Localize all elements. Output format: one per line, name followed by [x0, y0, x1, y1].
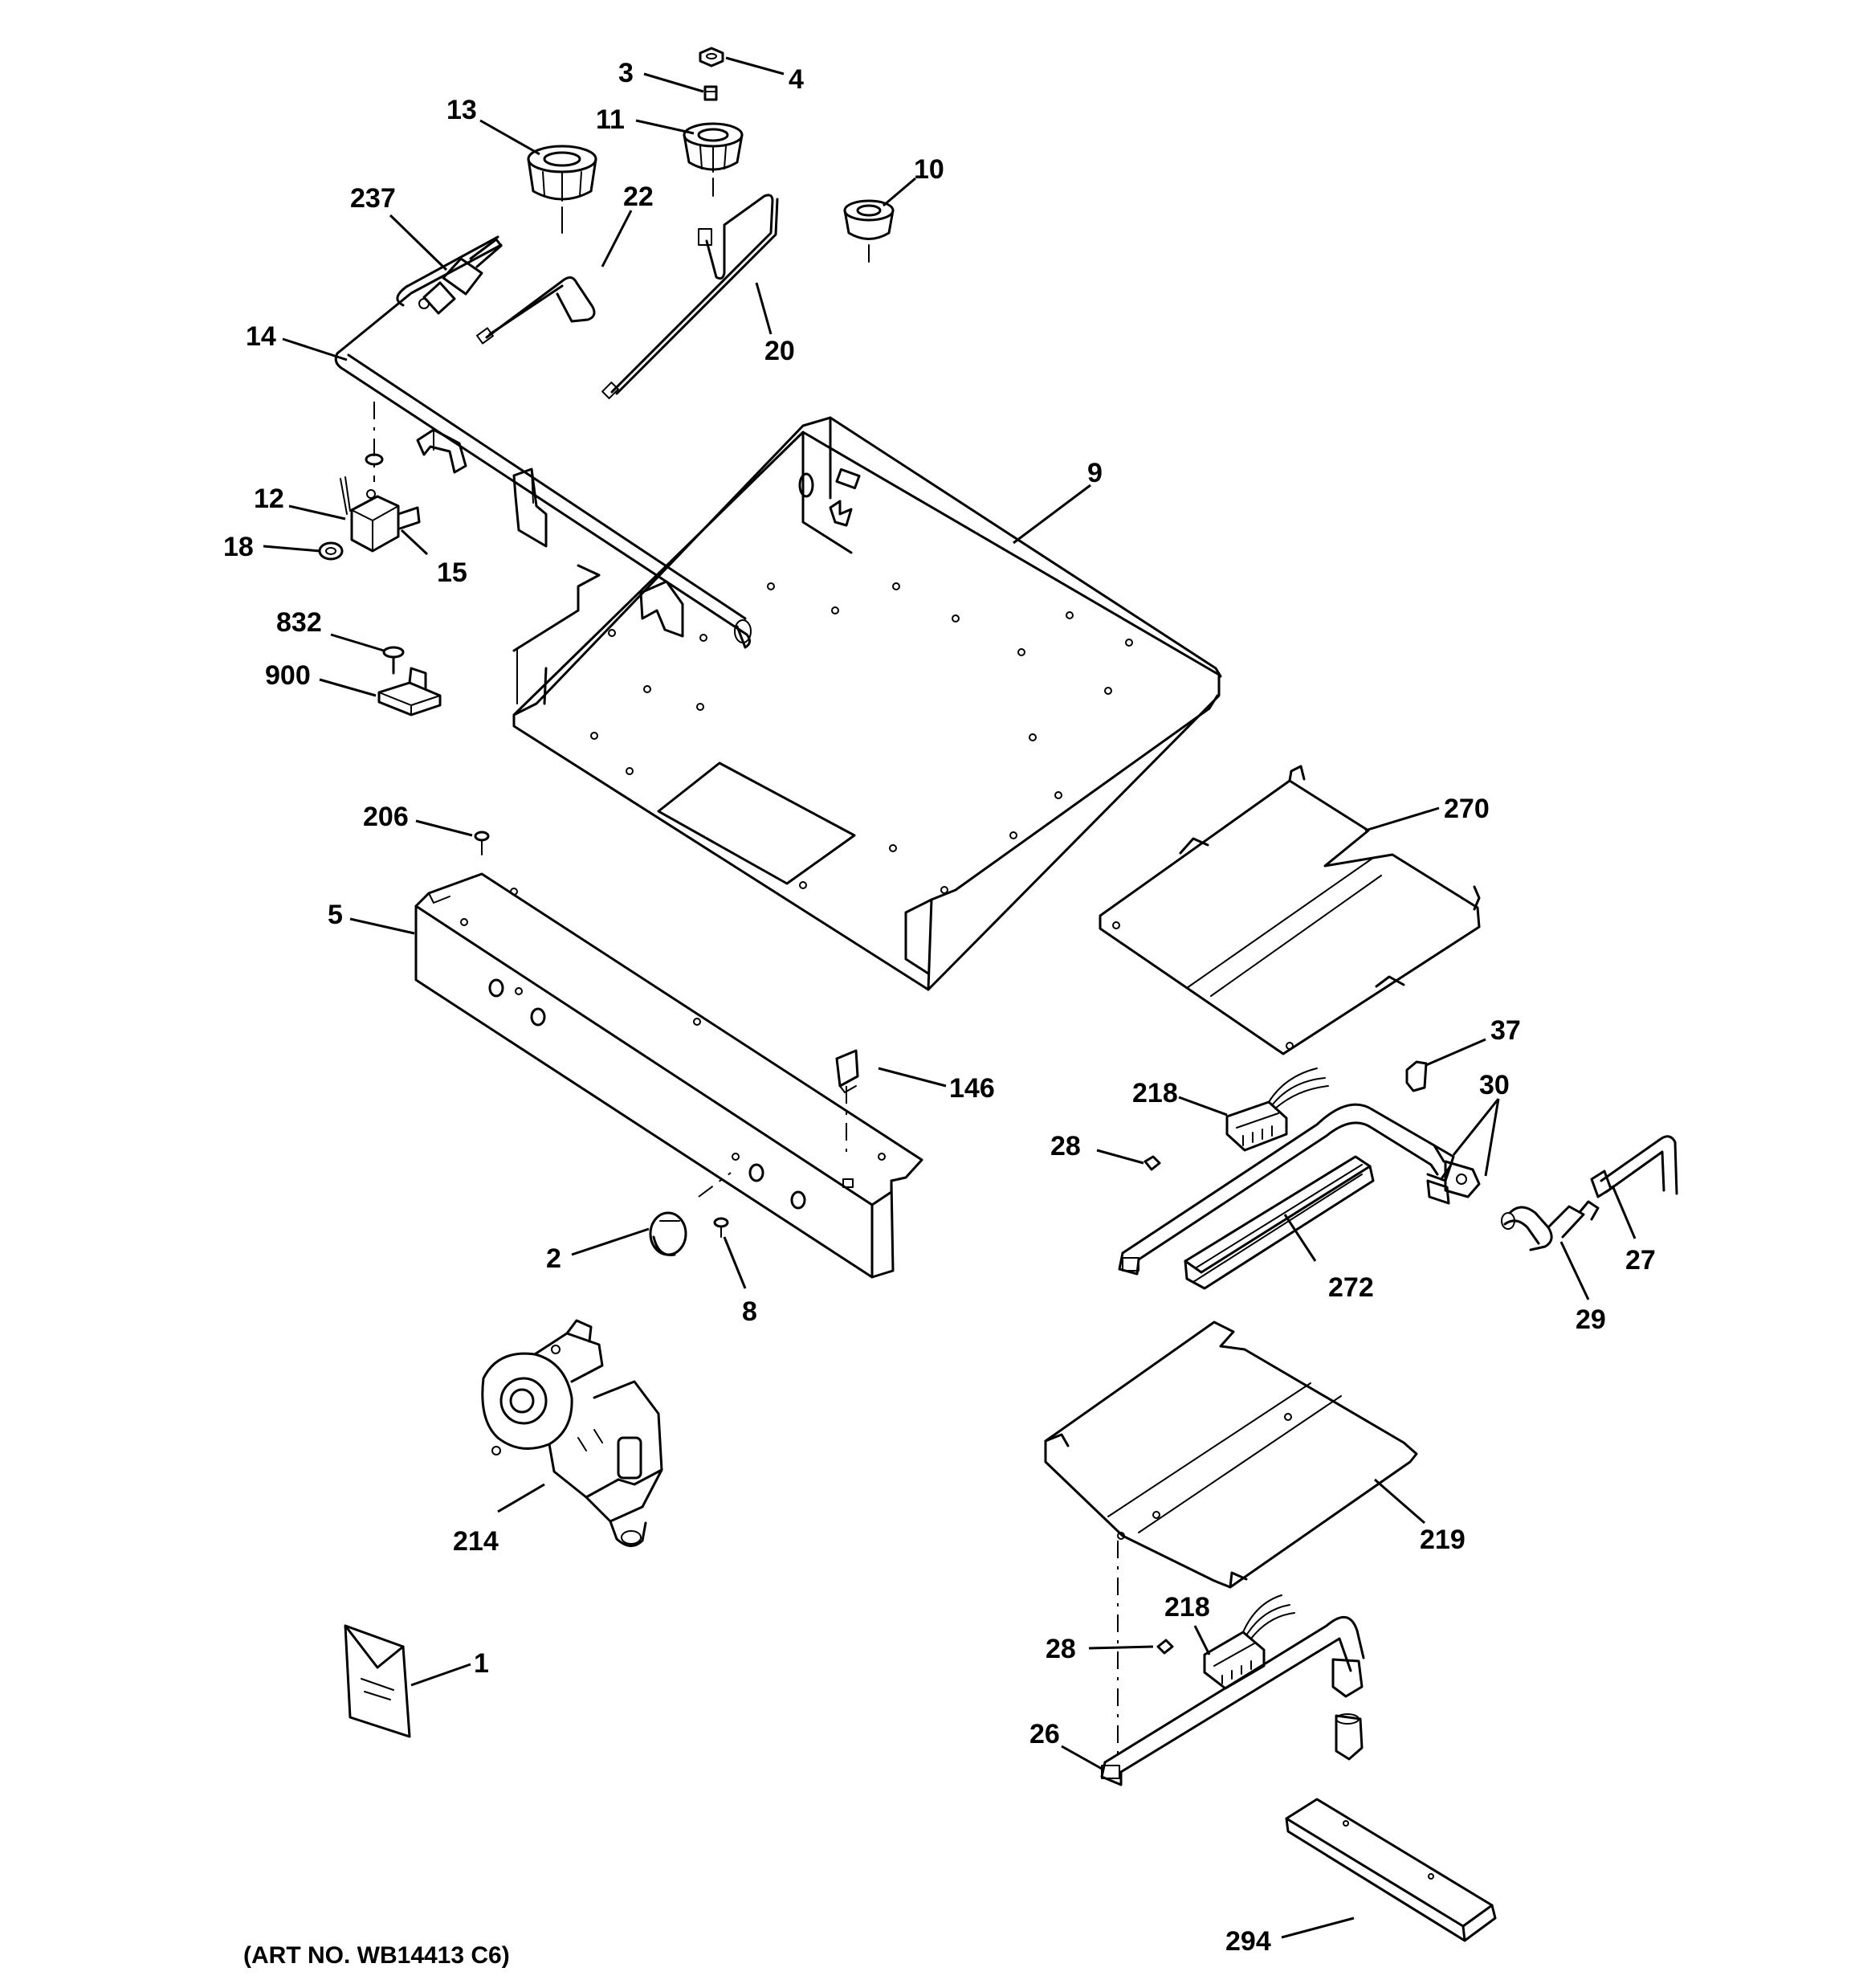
callout-8: 8: [742, 1296, 757, 1327]
callout-272: 272: [1328, 1272, 1374, 1303]
flame-spreader-272: [1184, 1155, 1375, 1290]
manifold-bracket-mid: [512, 467, 548, 548]
clip-146: [835, 1049, 859, 1093]
callout-2: 2: [546, 1243, 561, 1274]
callout-206: 206: [363, 802, 409, 832]
manifold-pipe-14: [334, 235, 752, 649]
shield-219: [1044, 1321, 1418, 1589]
callout-28-upper: 28: [1050, 1131, 1081, 1161]
callout-219: 219: [1420, 1525, 1466, 1555]
callout-270: 270: [1444, 794, 1490, 824]
manifold-bracket-front: [639, 580, 684, 638]
broil-burner-26: [1100, 1616, 1365, 1786]
callout-12: 12: [254, 484, 284, 514]
orifice-3: [703, 85, 718, 101]
callout-37: 37: [1490, 1015, 1521, 1046]
fastener-28-upper: [1143, 1155, 1161, 1171]
burner-head-10: [843, 199, 895, 263]
leader-lines: [263, 56, 1637, 1939]
block-37: [1405, 1060, 1428, 1092]
screw-8: [713, 1217, 729, 1238]
callout-9: 9: [1087, 458, 1103, 488]
tube-20: [601, 194, 779, 399]
callout-900: 900: [265, 660, 311, 691]
callout-237: 237: [350, 183, 396, 214]
callout-13: 13: [446, 95, 477, 125]
bracket-294: [1285, 1798, 1497, 1942]
callout-20: 20: [764, 336, 795, 366]
burner-box-9: [512, 416, 1222, 991]
callout-5: 5: [328, 900, 343, 930]
callout-29: 29: [1576, 1304, 1606, 1335]
callout-27: 27: [1625, 1245, 1656, 1276]
callout-22: 22: [623, 182, 654, 212]
callout-146: 146: [949, 1073, 995, 1104]
nut-18: [318, 541, 344, 561]
manifold-bracket-left: [416, 428, 467, 474]
cap-nut-4: [699, 47, 724, 67]
callout-1: 1: [474, 1648, 489, 1679]
centerline-knob: [698, 1172, 732, 1198]
screw-206: [474, 831, 490, 855]
sleeve-30b: [1426, 1179, 1450, 1205]
callout-28-lower: 28: [1046, 1634, 1076, 1664]
callout-14: 14: [246, 321, 276, 352]
literature-pack-1: [344, 1624, 411, 1738]
screw-832: [382, 646, 405, 675]
manifold-panel-5: [414, 872, 923, 1279]
callout-4: 4: [789, 64, 804, 95]
callout-26: 26: [1029, 1719, 1060, 1749]
tube-22: [476, 276, 596, 345]
callout-3: 3: [618, 58, 634, 88]
burner-head-11: [683, 122, 744, 197]
igniter-218-lower: [1203, 1594, 1295, 1690]
shield-270: [1099, 765, 1481, 1055]
knob-2: [649, 1211, 687, 1257]
callout-18: 18: [223, 532, 254, 562]
callout-15: 15: [437, 557, 467, 588]
valve-12: [340, 476, 421, 553]
callout-294: 294: [1225, 1926, 1271, 1957]
callout-218-upper: 218: [1132, 1078, 1178, 1108]
callout-832: 832: [276, 607, 322, 638]
art-number-caption: (ART NO. WB14413 C6): [243, 1942, 510, 1969]
bracket-900: [377, 667, 442, 716]
callout-30: 30: [1479, 1070, 1510, 1100]
callout-10: 10: [914, 154, 944, 185]
pipe-27: [1590, 1135, 1678, 1198]
igniter-218-upper: [1225, 1067, 1329, 1152]
fastener-28-lower: [1156, 1639, 1174, 1655]
valve-214: [481, 1319, 663, 1547]
fitting-237: [418, 238, 503, 315]
callout-214: 214: [453, 1526, 499, 1557]
burner-head-13: [527, 145, 597, 234]
callouts: 3 4 13 11 10 237 22 14 20 9 12 18 15 832…: [223, 58, 1656, 1957]
callout-11: 11: [596, 104, 625, 135]
elbow-29: [1501, 1200, 1600, 1251]
callout-218-lower: 218: [1164, 1592, 1210, 1623]
